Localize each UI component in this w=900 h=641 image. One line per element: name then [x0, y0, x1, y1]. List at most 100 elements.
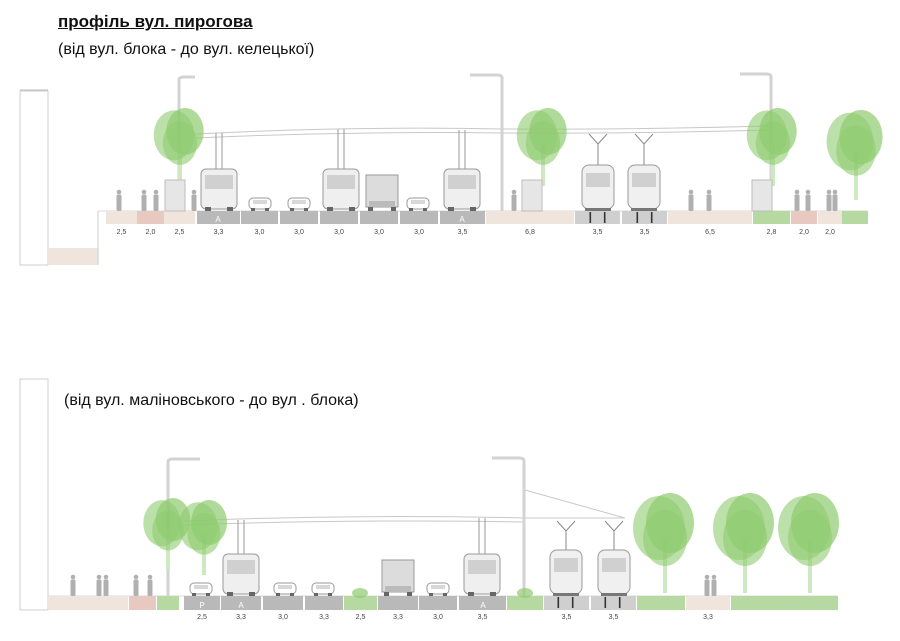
tree-crown	[836, 125, 876, 176]
lane-mark-label: A	[480, 601, 486, 610]
width-label: 3,0	[278, 614, 288, 621]
shrub	[352, 588, 368, 598]
cross-section-segment	[486, 211, 574, 224]
width-label: 3,5	[640, 229, 650, 236]
tram-window	[554, 558, 578, 572]
tree-crown	[788, 510, 832, 566]
tram-stop-shelter	[521, 179, 543, 212]
cross-section-segment	[344, 596, 377, 610]
tree-crown	[162, 121, 198, 165]
width-label: 3,0	[255, 229, 265, 236]
cross-section-segment	[263, 596, 303, 610]
trolleybus-wheel	[249, 592, 255, 596]
lamp-arm	[177, 75, 195, 81]
cross-section-segment	[320, 211, 358, 224]
car-wheel	[265, 208, 269, 211]
pedestrian-head	[704, 574, 710, 580]
car-wheel	[290, 208, 294, 211]
cross-section-segment	[360, 211, 398, 224]
page-title: профіль вул. пирогова	[58, 12, 253, 31]
cross-section-segment	[731, 596, 838, 610]
cross-section-segment	[842, 211, 868, 224]
width-label: 2,5	[175, 229, 185, 236]
tram-window	[632, 173, 656, 187]
car-wheel	[314, 593, 318, 596]
width-label: 3,3	[236, 614, 246, 621]
width-label: 3,3	[703, 614, 713, 621]
truck-bumper	[385, 586, 411, 592]
cross-section-segment	[164, 211, 195, 224]
cross-section-segment	[221, 596, 261, 610]
tram-bogie	[553, 593, 579, 596]
car-body	[406, 197, 430, 210]
pedestrian-head	[805, 189, 811, 195]
cross-section-segment	[419, 596, 457, 610]
car-wheel	[443, 593, 447, 596]
shrub	[517, 588, 533, 598]
pedestrian-body	[794, 194, 800, 211]
car-body	[426, 582, 450, 595]
cross-section-segment	[637, 596, 685, 610]
car-body	[273, 582, 297, 595]
rail-mark	[603, 212, 606, 223]
car-window	[411, 200, 425, 204]
trolleybus-wheel	[205, 207, 211, 211]
pedestrian-head	[706, 189, 712, 195]
pedestrian-head	[96, 574, 102, 580]
width-label: 3,3	[393, 614, 403, 621]
cross-section-segment	[818, 211, 842, 224]
width-label: 3,5	[562, 614, 572, 621]
cross-section-segment	[137, 211, 164, 224]
tram-bogie	[585, 208, 611, 211]
truck-wheel	[391, 207, 396, 211]
profile-top-subtitle: (від вул. блока - до вул. келецької)	[58, 41, 315, 58]
car-body	[248, 197, 272, 210]
tram-bogie	[631, 208, 657, 211]
width-label: 2,0	[146, 229, 156, 236]
cross-section-segment	[305, 596, 343, 610]
pantograph	[588, 133, 608, 145]
trolleybus-wheel	[227, 592, 233, 596]
pedestrian-body	[141, 194, 147, 211]
basement	[48, 248, 98, 265]
pedestrian-head	[711, 574, 717, 580]
pedestrian-body	[805, 194, 811, 211]
trolleybus-wheel	[468, 592, 474, 596]
tree-crown	[187, 512, 221, 555]
car-body	[311, 582, 335, 595]
cross-section-segment	[575, 211, 620, 224]
cross-section-segment	[400, 211, 438, 224]
width-label: 3,5	[593, 229, 603, 236]
rail-mark	[571, 597, 574, 608]
tram-bogie	[601, 593, 627, 596]
truck-wheel	[407, 592, 412, 596]
trolleybus-wheel	[327, 207, 333, 211]
pantograph	[634, 133, 654, 145]
pedestrian-body	[688, 194, 694, 211]
pedestrian-head	[191, 189, 197, 195]
cross-section-segment	[507, 596, 543, 610]
cross-section-segment	[440, 211, 485, 224]
car-wheel	[206, 593, 210, 596]
cross-section-segment	[791, 211, 817, 224]
rail-mark	[618, 597, 621, 608]
car-body	[189, 582, 213, 595]
lane-mark-label: A	[215, 215, 221, 224]
car-window	[431, 585, 445, 589]
width-label: 3,3	[214, 229, 224, 236]
car-wheel	[251, 208, 255, 211]
pedestrian-body	[133, 579, 139, 596]
pedestrian-body	[147, 579, 153, 596]
pedestrian-head	[147, 574, 153, 580]
trolleybus-wheel	[470, 207, 476, 211]
tram-stop-shelter	[164, 179, 186, 212]
overhead-wire	[183, 516, 625, 522]
trolleybus-wheel	[227, 207, 233, 211]
car-wheel	[423, 208, 427, 211]
pedestrian-body	[153, 194, 159, 211]
trolleybus-window	[327, 175, 355, 189]
trolleybus-wheel	[349, 207, 355, 211]
rail-mark	[589, 212, 592, 223]
